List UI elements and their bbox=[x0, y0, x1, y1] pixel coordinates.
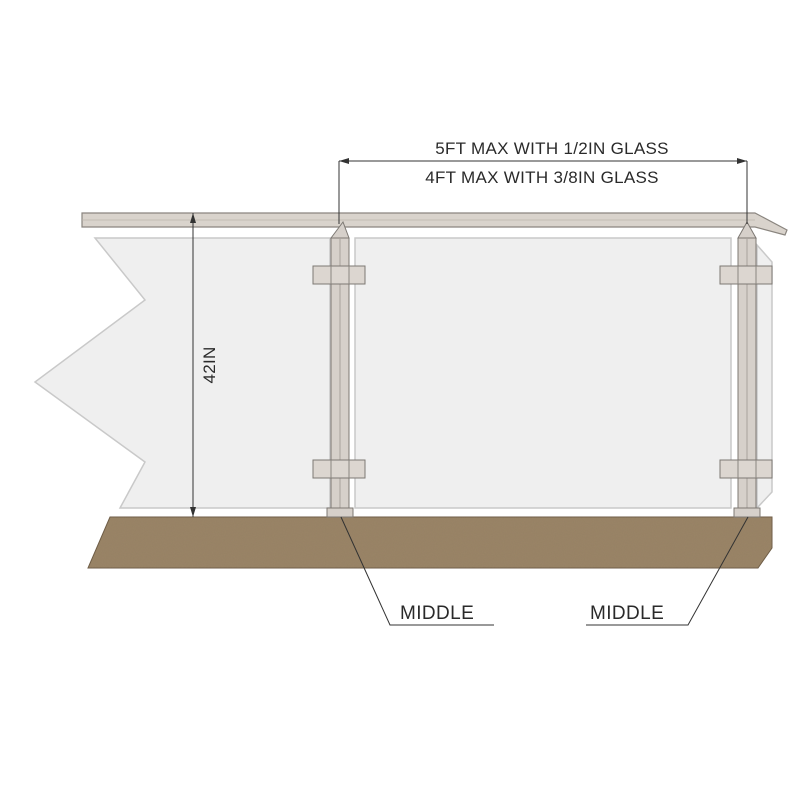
callout-leader-left bbox=[340, 516, 494, 626]
callout-middle-right: MIDDLE bbox=[590, 603, 664, 624]
clamp-left-top bbox=[312, 265, 366, 285]
span-label-half-inch-glass: 5FT MAX WITH 1/2IN GLASS bbox=[435, 139, 669, 158]
span-dimension bbox=[338, 158, 748, 224]
span-label-three-eighths-glass: 4FT MAX WITH 3/8IN GLASS bbox=[425, 168, 659, 187]
post-right bbox=[719, 220, 773, 518]
handrail bbox=[81, 212, 788, 236]
clamp-right-top bbox=[719, 265, 773, 285]
glass-panel-middle bbox=[354, 237, 732, 509]
height-label: 42IN bbox=[200, 346, 219, 383]
post-left bbox=[312, 220, 366, 518]
clamp-right-bottom bbox=[719, 459, 773, 479]
glass-panel-right bbox=[756, 243, 773, 510]
height-dimension bbox=[190, 213, 196, 517]
callout-leader-right bbox=[586, 516, 749, 626]
clamp-left-bottom bbox=[312, 459, 366, 479]
glass-panel-left bbox=[33, 237, 331, 509]
ground-slab bbox=[87, 516, 773, 569]
callout-middle-left: MIDDLE bbox=[400, 603, 474, 624]
